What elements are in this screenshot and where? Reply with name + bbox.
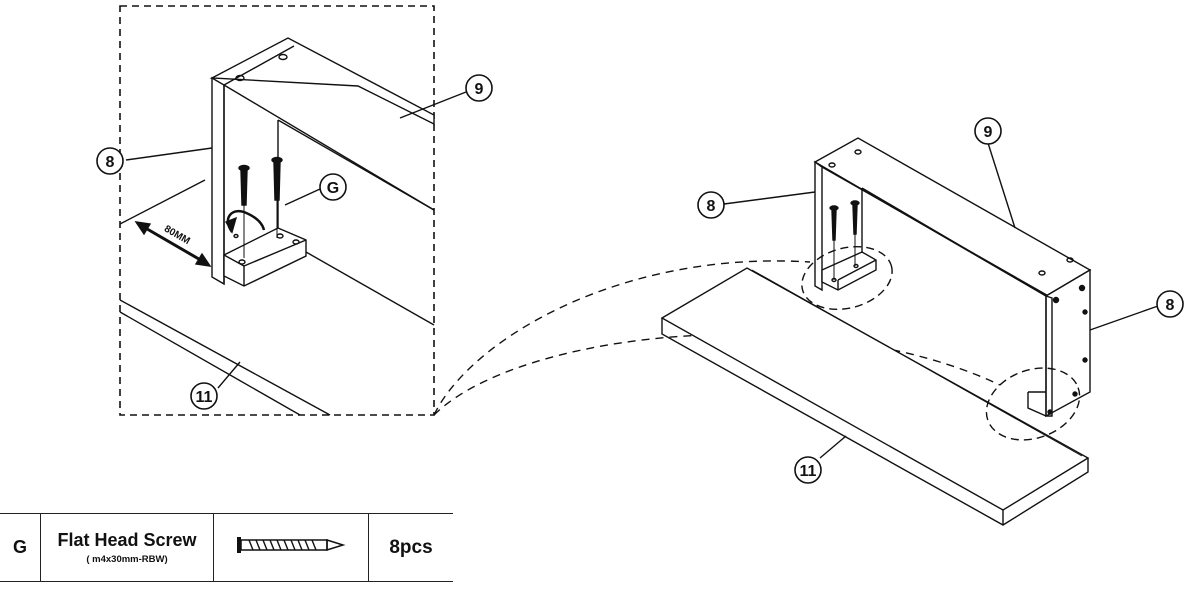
main-side-right	[1027, 268, 1091, 418]
main-callouts: 8 9 8 11	[697, 117, 1184, 484]
main-screws	[829, 200, 860, 280]
detail-frame	[119, 5, 435, 416]
parts-table-row: G Flat Head Screw ( m4x30mm-RBW) 8pcs	[0, 513, 453, 582]
callout-11-detail: 11	[196, 389, 213, 406]
callout-8-main-left: 8	[707, 198, 716, 215]
part-name-cell: Flat Head Screw ( m4x30mm-RBW)	[40, 513, 214, 582]
main-assembly	[660, 137, 1159, 526]
screw-icon	[237, 537, 346, 553]
dimension-arrow	[134, 221, 212, 267]
detail-base-panel	[119, 179, 435, 416]
detail-bracket	[223, 227, 307, 287]
detail-callouts: 8 9 G 11	[96, 74, 493, 410]
main-base-panel	[660, 267, 1090, 526]
detail-top-panel	[209, 37, 435, 211]
dimension-label: 80MM	[162, 224, 192, 247]
callout-8-detail: 8	[106, 154, 115, 171]
callout-9-main: 9	[984, 124, 993, 141]
detail-screws	[238, 156, 283, 258]
highlight-right-joint	[985, 367, 1081, 441]
connector-curves	[433, 260, 1001, 416]
part-image-cell	[213, 513, 369, 582]
callout-9-detail: 9	[475, 81, 484, 98]
part-letter: G	[0, 513, 41, 582]
parts-table: G Flat Head Screw ( m4x30mm-RBW) 8pcs	[0, 513, 453, 582]
part-name: Flat Head Screw	[57, 530, 197, 550]
part-spec: ( m4x30mm-RBW)	[86, 554, 168, 565]
part-quantity: 8pcs	[368, 513, 453, 582]
callout-8-main-right: 8	[1166, 297, 1175, 314]
detail-inset: 80MM	[119, 5, 467, 416]
highlight-left-joint	[801, 245, 893, 311]
callout-11-main: 11	[800, 463, 817, 480]
callout-g-detail: G	[327, 180, 339, 197]
